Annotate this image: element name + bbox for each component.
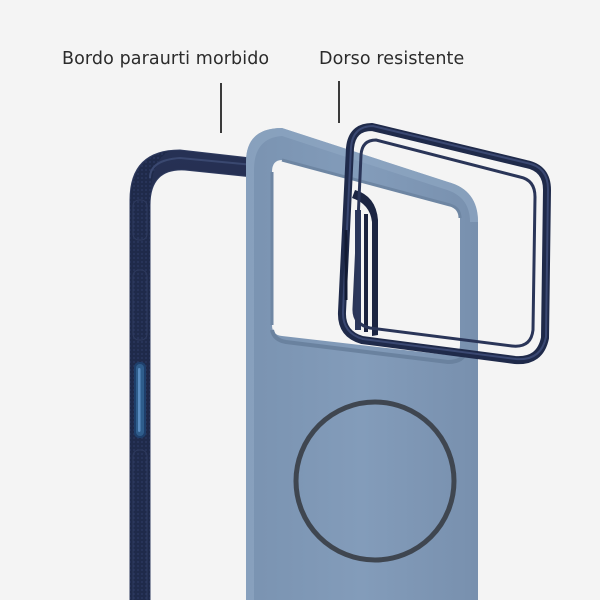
camera-bezel-icon [337,123,551,365]
callout-back-label: Dorso resistente [319,49,465,69]
leader-line-back [338,81,340,123]
leader-line-bumper [220,83,222,133]
side-button-icon [134,362,146,438]
callout-bumper-label: Bordo paraurti morbido [62,49,270,69]
magsafe-ring-icon [293,399,457,563]
